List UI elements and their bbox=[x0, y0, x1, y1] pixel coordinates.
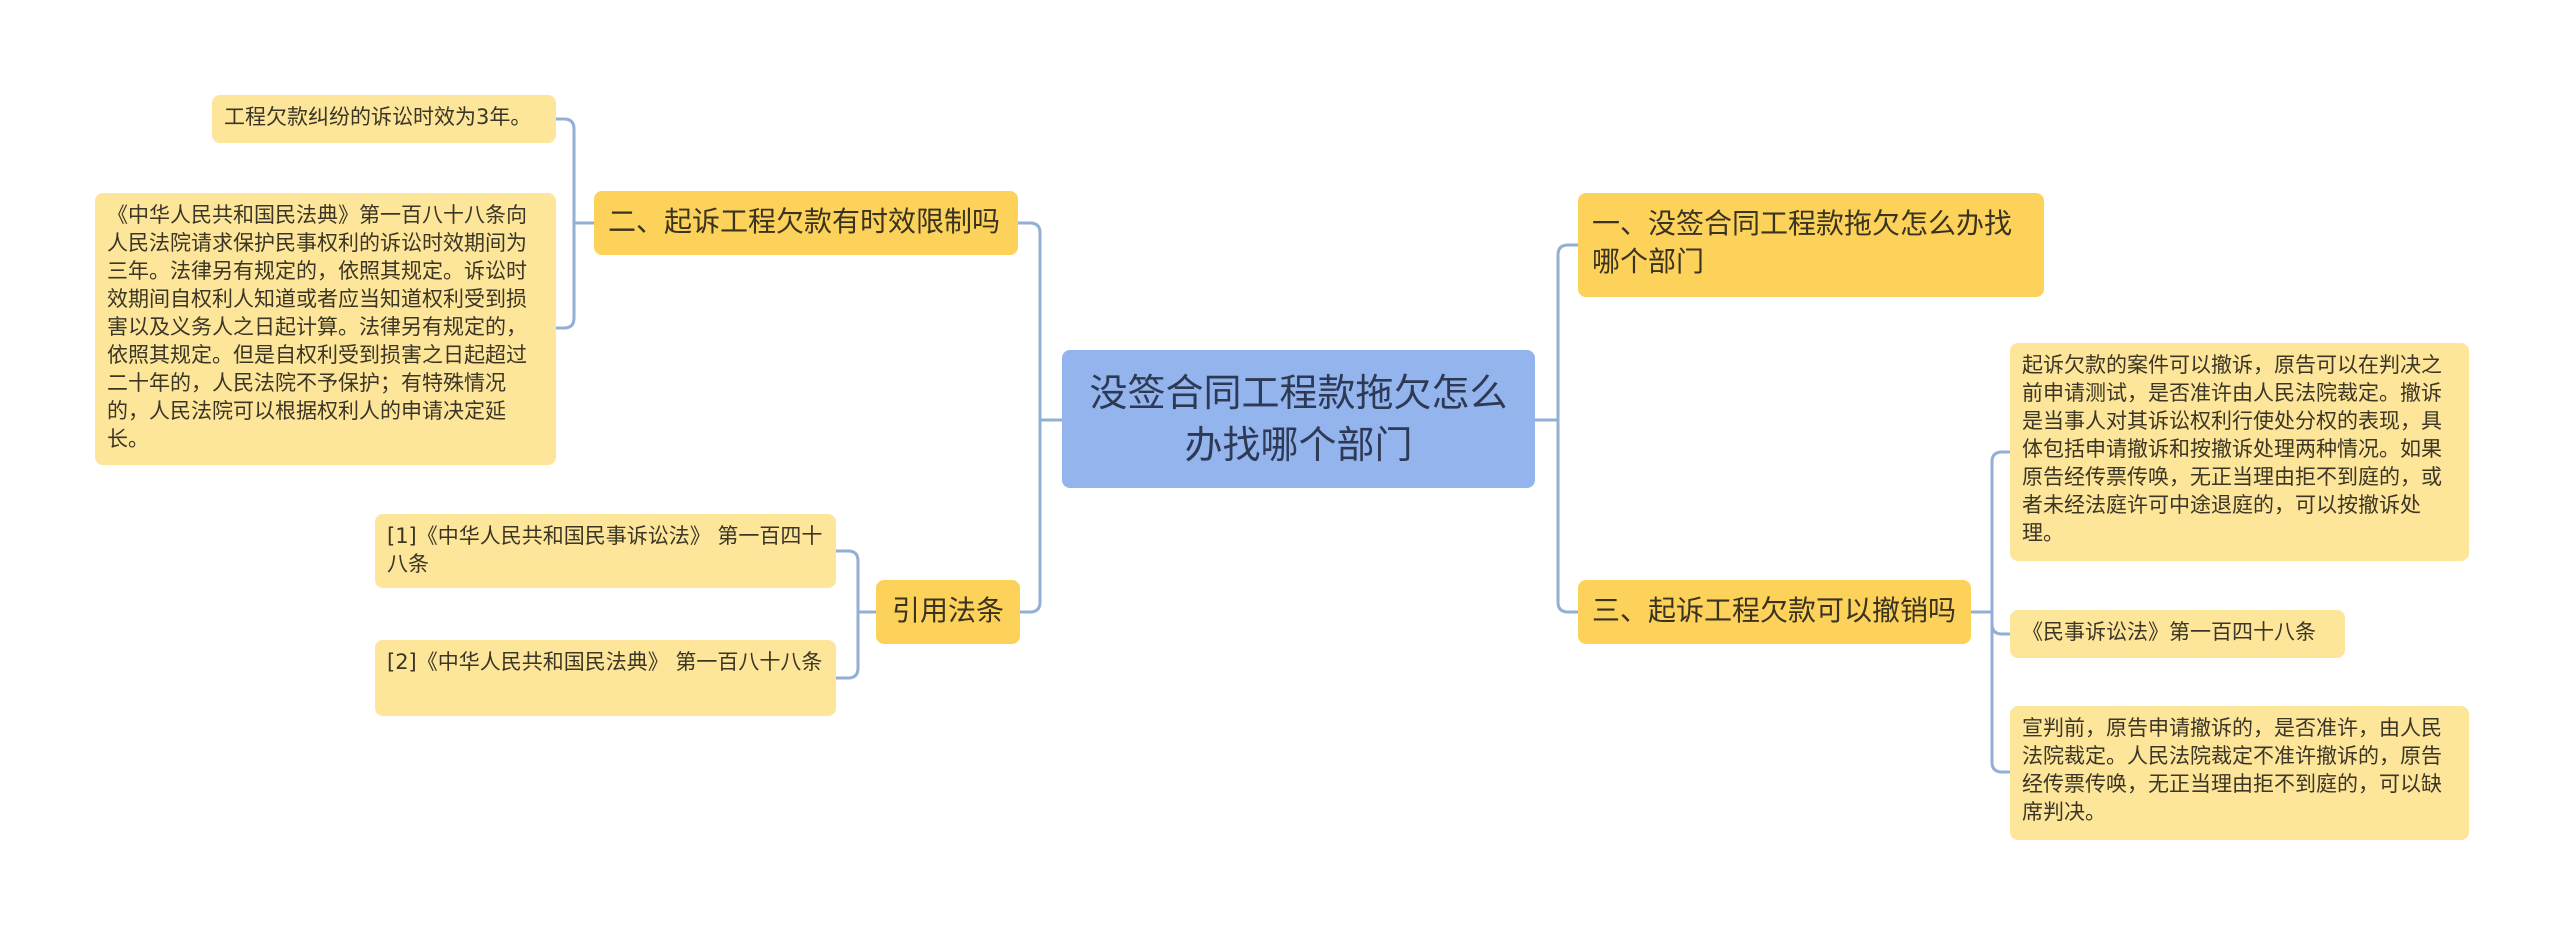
leaf-law-1[interactable]: [1]《中华人民共和国民事诉讼法》 第一百四十八条 bbox=[375, 514, 836, 588]
connector-root-branch-2 bbox=[1018, 221, 1062, 422]
connector-law-leaf-2 bbox=[836, 610, 876, 680]
leaf-b3-3-text: 宣判前，原告申请撤诉的，是否准许，由人民法院裁定。人民法院裁定不准许撤诉的，原告… bbox=[2022, 716, 2442, 824]
leaf-b3-1-text: 起诉欠款的案件可以撤诉，原告可以在判决之前申请测试，是否准许由人民法院裁定。撤诉… bbox=[2022, 353, 2442, 545]
leaf-b2-2-text: 《中华人民共和国民法典》第一百八十八条向人民法院请求保护民事权利的诉讼时效期间为… bbox=[107, 203, 527, 451]
connector-root-branch-3 bbox=[1535, 418, 1578, 614]
leaf-b2-1-text: 工程欠款纠纷的诉讼时效为3年。 bbox=[224, 105, 532, 129]
branch-topic-law-label: 引用法条 bbox=[891, 594, 1004, 627]
root-topic-label: 没签合同工程款拖欠怎么办找哪个部门 bbox=[1089, 371, 1508, 467]
leaf-b3-3[interactable]: 宣判前，原告申请撤诉的，是否准许，由人民法院裁定。人民法院裁定不准许撤诉的，原告… bbox=[2010, 706, 2469, 840]
connector-b3-leaf-3 bbox=[1971, 610, 2010, 774]
leaf-b2-2[interactable]: 《中华人民共和国民法典》第一百八十八条向人民法院请求保护民事权利的诉讼时效期间为… bbox=[95, 193, 556, 465]
connector-b2-leaf-1 bbox=[556, 117, 594, 225]
branch-topic-2[interactable]: 二、起诉工程欠款有时效限制吗 bbox=[594, 191, 1018, 255]
leaf-law-2[interactable]: [2]《中华人民共和国民法典》 第一百八十八条 bbox=[375, 640, 836, 716]
branch-topic-3[interactable]: 三、起诉工程欠款可以撤销吗 bbox=[1578, 580, 1971, 644]
leaf-b3-2[interactable]: 《民事诉讼法》第一百四十八条 bbox=[2010, 610, 2345, 658]
branch-topic-1[interactable]: 一、没签合同工程款拖欠怎么办找哪个部门 bbox=[1578, 193, 2044, 297]
branch-topic-2-label: 二、起诉工程欠款有时效限制吗 bbox=[608, 205, 1001, 238]
connector-b3-leaf-1 bbox=[1971, 450, 2010, 614]
leaf-b3-1[interactable]: 起诉欠款的案件可以撤诉，原告可以在判决之前申请测试，是否准许由人民法院裁定。撤诉… bbox=[2010, 343, 2469, 561]
root-topic[interactable]: 没签合同工程款拖欠怎么办找哪个部门 bbox=[1062, 350, 1535, 488]
connector-b2-leaf-2 bbox=[556, 221, 594, 330]
leaf-b3-2-text: 《民事诉讼法》第一百四十八条 bbox=[2022, 620, 2316, 644]
connector-root-branch-law bbox=[1020, 418, 1062, 614]
leaf-law-1-text: [1]《中华人民共和国民事诉讼法》 第一百四十八条 bbox=[387, 524, 823, 576]
branch-topic-1-label: 一、没签合同工程款拖欠怎么办找哪个部门 bbox=[1592, 207, 2013, 278]
branch-topic-3-label: 三、起诉工程欠款可以撤销吗 bbox=[1592, 594, 1957, 627]
connector-law-leaf-1 bbox=[836, 549, 876, 614]
branch-topic-law[interactable]: 引用法条 bbox=[876, 580, 1020, 644]
leaf-law-2-text: [2]《中华人民共和国民法典》 第一百八十八条 bbox=[387, 650, 823, 674]
connector-root-branch-1 bbox=[1535, 243, 1578, 422]
leaf-b2-1[interactable]: 工程欠款纠纷的诉讼时效为3年。 bbox=[212, 95, 556, 143]
